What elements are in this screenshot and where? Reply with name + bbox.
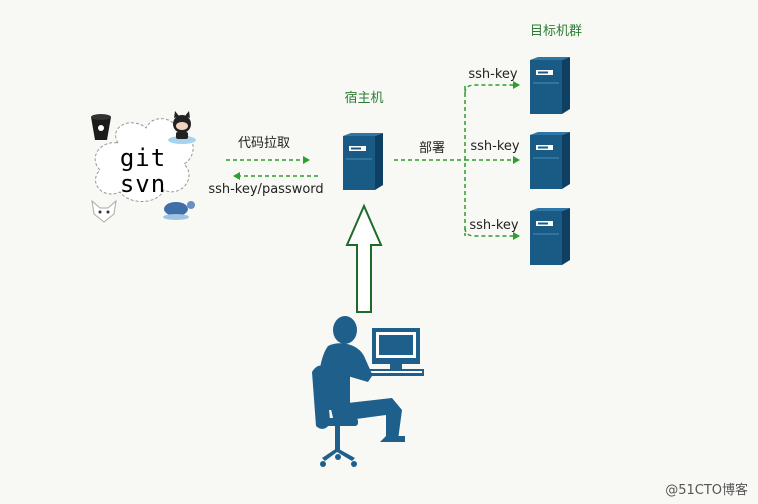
target-title: 目标机群 (530, 24, 582, 39)
pull-label: 代码拉取 (238, 136, 290, 151)
operate-arrow (345, 203, 383, 313)
target-server-icon-3 (529, 207, 571, 266)
ssh-key-label-1: ssh-key (468, 67, 518, 82)
deploy-arrow (394, 86, 466, 236)
bitbucket-icon (91, 114, 111, 140)
cloud-label-git: git (120, 144, 166, 172)
host-server-icon (342, 132, 384, 191)
cloud-label-svn: svn (120, 170, 166, 198)
github-octocat-icon (168, 111, 196, 144)
target-server-icon-1 (529, 56, 571, 115)
watermark: @51CTO博客 (665, 482, 748, 498)
host-title: 宿主机 (344, 90, 383, 106)
auth-label: ssh-key/password (208, 182, 323, 197)
deploy-label: 部署 (419, 141, 445, 156)
ssh-arrow-1 (464, 81, 520, 94)
target-server-icon-2 (529, 131, 571, 190)
ssh-arrow-3 (464, 227, 520, 240)
developer-at-computer-icon (312, 316, 424, 467)
svn-turtle-icon (163, 201, 195, 220)
ssh-key-label-2: ssh-key (470, 139, 520, 154)
ssh-key-label-3: ssh-key (469, 218, 519, 233)
gitlab-fox-icon (91, 199, 117, 223)
